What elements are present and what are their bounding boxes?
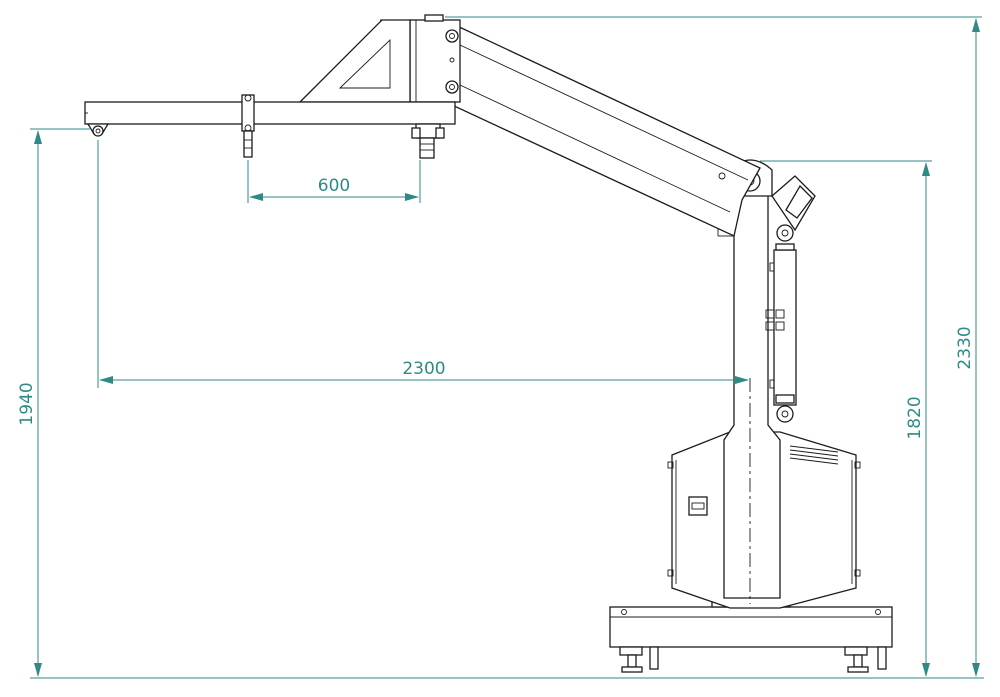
leveling-foot-right: [844, 646, 887, 673]
boom-gusset: [298, 19, 411, 103]
dimension-1940-label: 1940: [17, 382, 37, 425]
end-hook: [86, 123, 110, 137]
vent-grille: [789, 445, 839, 465]
main-arm: [451, 23, 761, 237]
tool-mount: [411, 123, 445, 159]
dimension-600: 600: [247, 160, 421, 203]
leveling-foot-left: [619, 646, 659, 673]
dimension-2330: 2330: [445, 16, 982, 677]
dimension-1820-label: 1820: [905, 396, 925, 439]
dimension-2300-label: 2300: [402, 359, 445, 379]
dimension-600-label: 600: [318, 176, 350, 196]
hydraulic-cylinder: [765, 175, 816, 423]
main-switch-icon: [688, 496, 708, 516]
dimension-1940: 1940: [17, 128, 92, 677]
dimension-2330-label: 2330: [955, 326, 975, 369]
crane-machine: [84, 14, 893, 673]
sliding-clamp: [241, 94, 255, 158]
boom-pivot-block: [380, 14, 461, 103]
horizontal-boom: [84, 94, 456, 159]
dimension-2300: 2300: [97, 140, 749, 388]
base-frame: [609, 594, 893, 673]
dimension-1820: 1820: [760, 160, 932, 677]
dimension-lines: 600 2300 1940 1820: [17, 16, 984, 679]
